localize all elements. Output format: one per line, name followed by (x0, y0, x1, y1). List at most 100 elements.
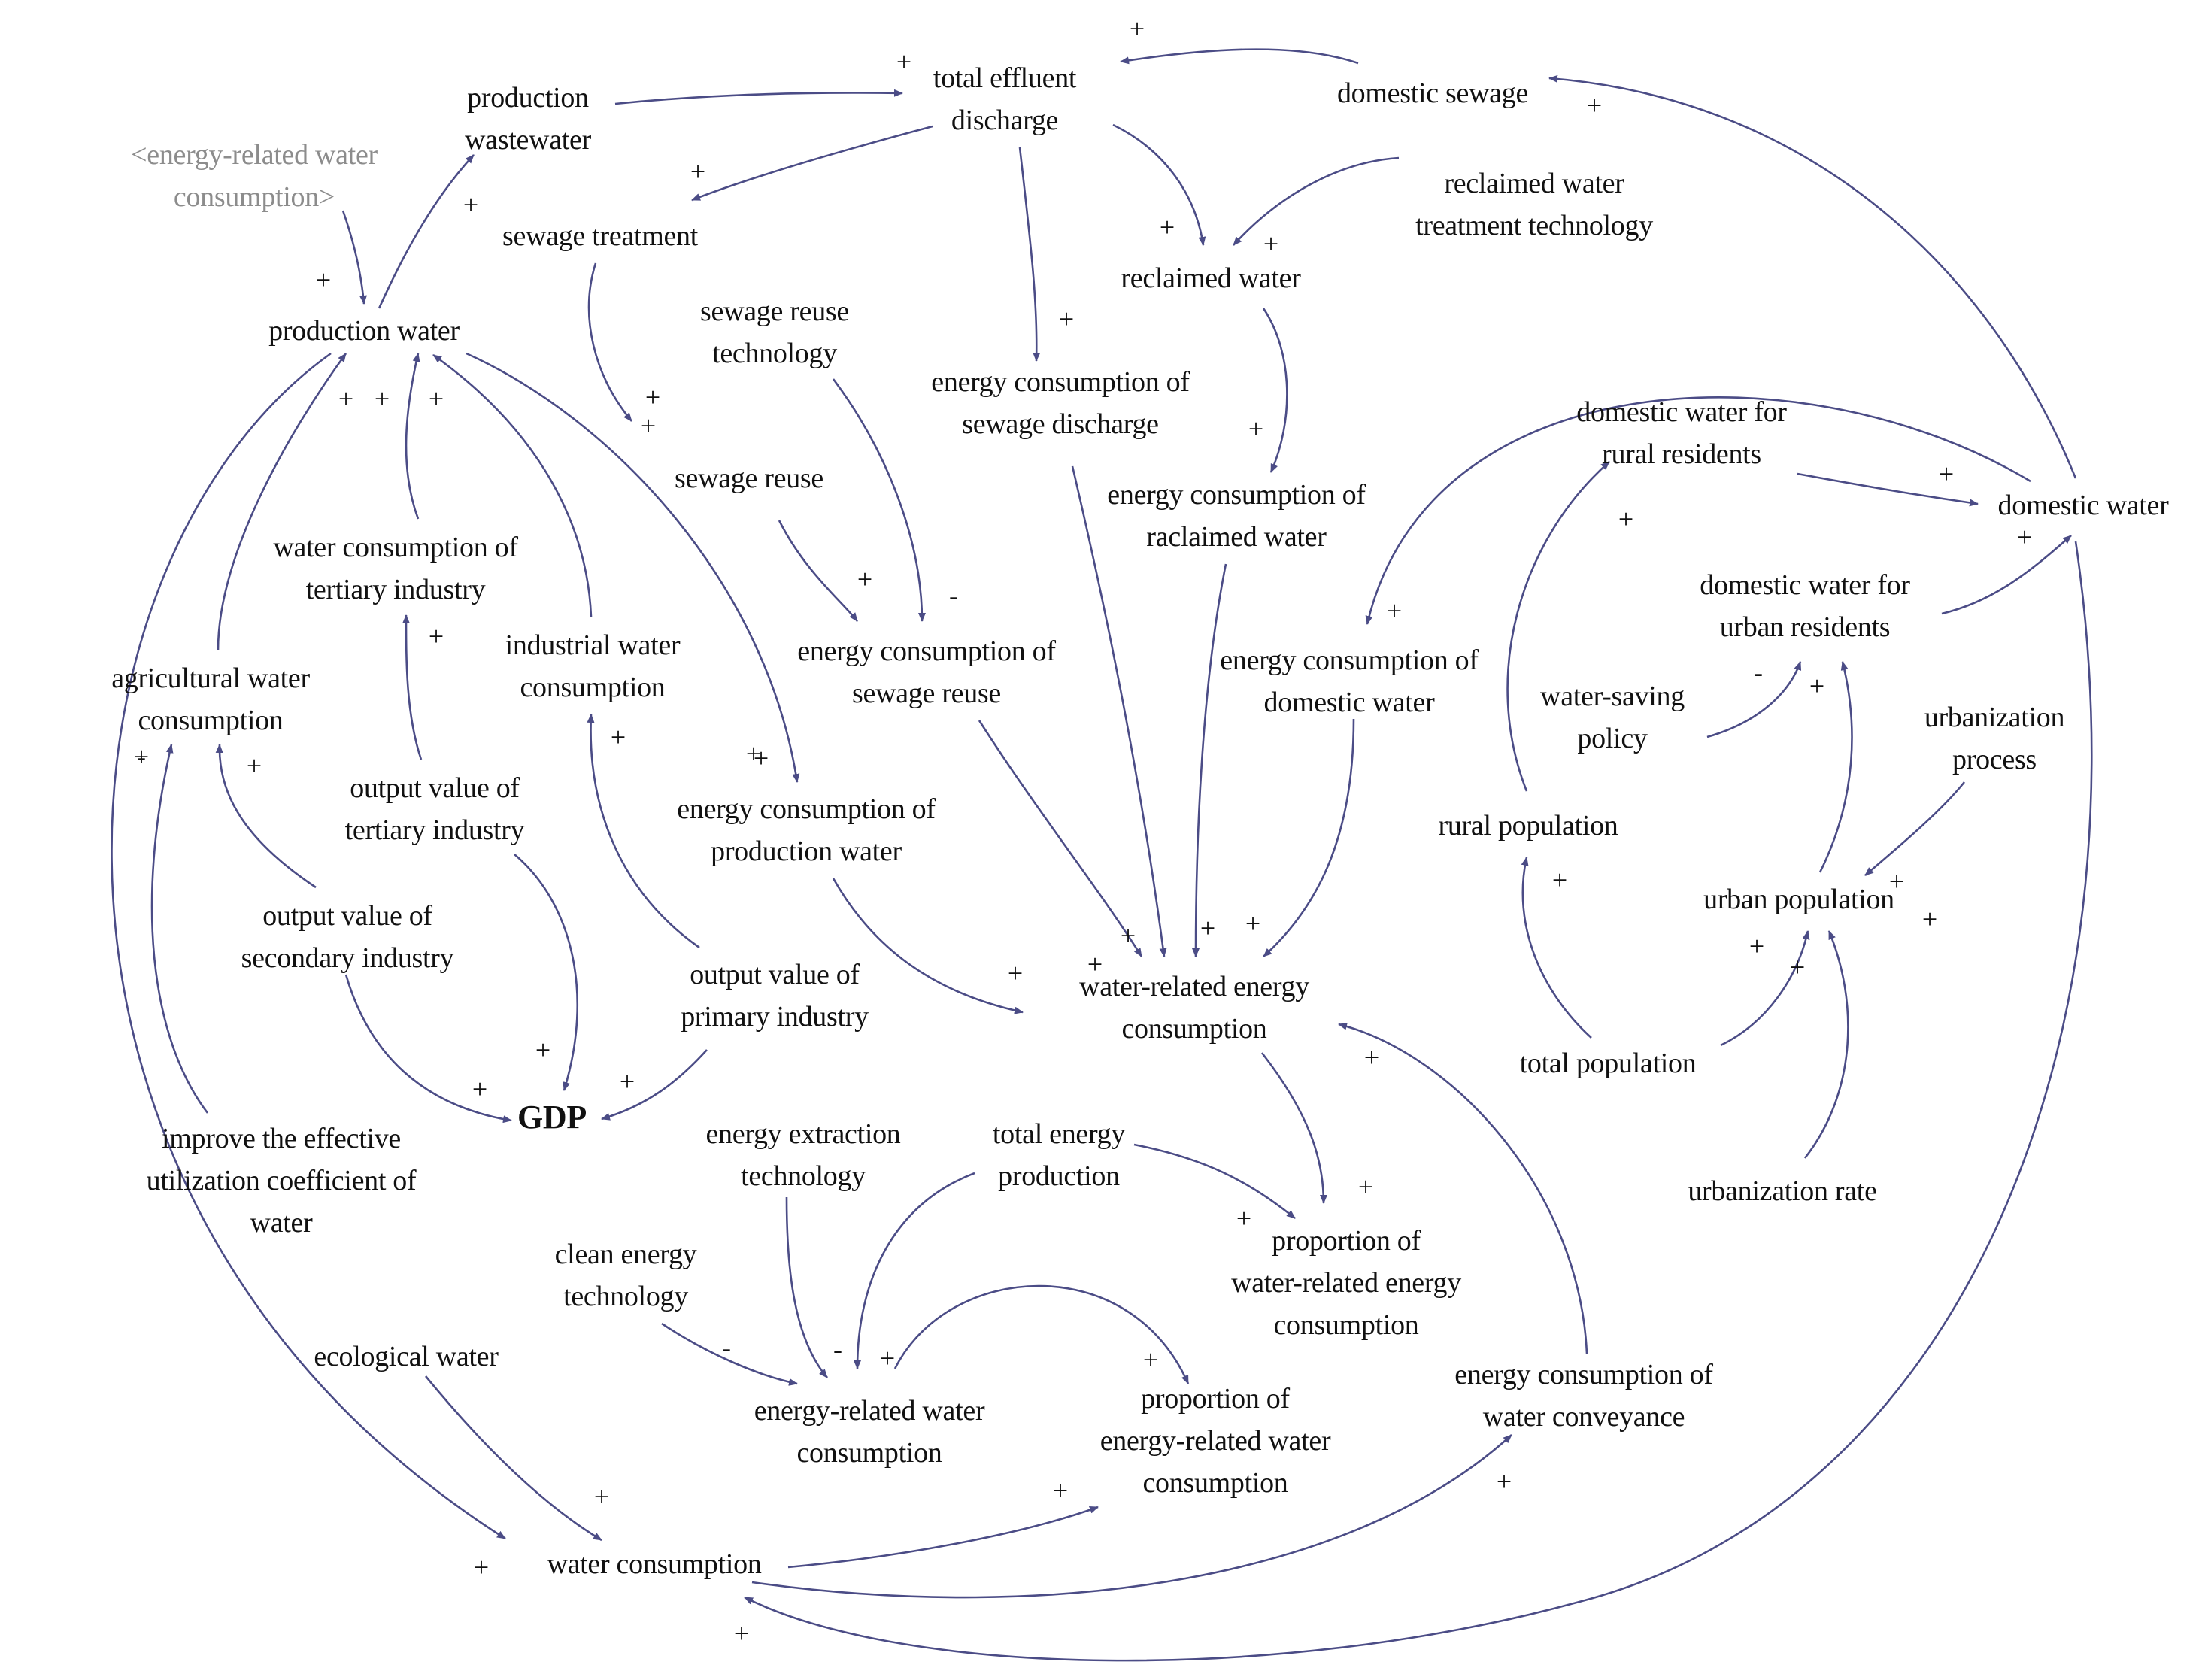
node-total-energy-production: total energy production (992, 1118, 1126, 1192)
polarity-sign: + (1052, 1475, 1069, 1506)
node-energy-consumption-of-domestic-water: energy consumption of domestic water (1220, 644, 1479, 718)
polarity-sign: + (1551, 865, 1568, 895)
node-energy-consumption-of-water-conveyance: energy consumption of water conveyance (1454, 1359, 1713, 1433)
link-production-water-to-energy (466, 352, 800, 783)
link-secondary-output-to-gdp (344, 974, 512, 1124)
polarity-sign: + (896, 47, 912, 77)
node-energy-consumption-of-raclaimed-water: energy consumption of raclaimed water (1107, 479, 1366, 553)
node-water-consumption-of-tertiary-industry: water consumption of tertiary industry (273, 532, 518, 605)
link-production-energy-to-water-energy (832, 878, 1024, 1014)
polarity-sign: - (137, 741, 146, 772)
node-production-wastewater: production wastewater (465, 82, 591, 156)
polarity-sign: - (833, 1334, 842, 1364)
link-energy-water-to-proportion (893, 1284, 1190, 1384)
polarity-sign: + (1120, 920, 1136, 951)
node-urbanization-process: urbanization process (1924, 702, 2065, 775)
link-primary-output-to-industrial (587, 714, 700, 949)
link-tertiary-output-to-gdp (514, 854, 579, 1091)
node-energy-related-water-consumption-shadow: <energy-related water consumption> (131, 139, 378, 213)
polarity-sign: + (1749, 931, 1765, 961)
link-technology-to-reclaimed-water (1233, 156, 1400, 246)
link-domestic-water-to-domestic-energy (1365, 396, 2031, 625)
polarity-sign: + (338, 384, 354, 414)
link-production-water-to-wastewater (378, 154, 475, 309)
link-reuse-technology-to-energy (832, 378, 926, 622)
node-improve-effective-utilization: improve the effective utilization coeffi… (146, 1123, 417, 1239)
polarity-sign: + (619, 1066, 635, 1096)
polarity-sign: + (1809, 671, 1825, 701)
polarity-sign: + (1245, 908, 1261, 939)
polarity-sign: + (535, 1035, 551, 1065)
node-proportion-of-water-related-energy-consumption: proportion of water-related energy consu… (1231, 1225, 1461, 1341)
link-rural-residents-to-domestic-water (1797, 472, 1979, 507)
link-production-wastewater-to-effluent (614, 89, 903, 105)
link-effluent-to-reclaimed-water (1112, 123, 1206, 246)
node-rural-population: rural population (1438, 810, 1618, 842)
node-output-value-of-tertiary-industry: output value of tertiary industry (344, 772, 525, 846)
node-reclaimed-water-treatment-technology: reclaimed water treatment technology (1415, 168, 1653, 241)
polarity-sign: + (1248, 414, 1264, 444)
node-domestic-water: domestic water (1997, 490, 2169, 521)
node-gdp: GDP (517, 1099, 587, 1136)
node-energy-related-water-consumption: energy-related water consumption (754, 1395, 985, 1469)
link-tertiary-output-to-tertiary-water (402, 614, 423, 760)
link-urban-population-to-urban-residents (1818, 661, 1853, 873)
link-sewage-treatment-to-reuse (587, 262, 632, 422)
link-shadow-to-production-water (341, 210, 367, 305)
link-domestic-energy-to-water-energy (1263, 718, 1355, 957)
node-energy-extraction-technology: energy extraction technology (705, 1118, 901, 1192)
link-secondary-output-to-agricultural (215, 744, 317, 889)
node-ecological-water: ecological water (314, 1341, 499, 1372)
link-raclaimed-energy-to-water-energy (1192, 563, 1227, 957)
node-domestic-water-for-urban-residents: domestic water for urban residents (1700, 569, 1910, 643)
polarity-sign: + (2016, 522, 2033, 552)
polarity-sign: + (1789, 952, 1806, 982)
polarity-sign: + (645, 382, 661, 412)
link-sewage-reuse-energy-to-water-energy (978, 720, 1143, 957)
polarity-sign: + (1938, 459, 1955, 489)
link-policy-to-urban-residents (1706, 661, 1802, 738)
link-production-water-to-water-consumption (111, 352, 506, 1540)
link-effluent-to-sewage-discharge-energy (1018, 147, 1041, 362)
node-water-consumption: water consumption (547, 1548, 762, 1580)
link-total-energy-to-proportion (1133, 1143, 1296, 1220)
polarity-sign: - (949, 581, 958, 611)
polarity-sign: + (745, 738, 762, 769)
node-urbanization-rate: urbanization rate (1688, 1175, 1877, 1207)
link-sewage-discharge-energy-to-water-energy (1071, 465, 1167, 957)
node-sewage-reuse-technology: sewage reuse technology (700, 296, 849, 369)
link-total-energy-to-energy-water (854, 1172, 975, 1369)
node-urban-population: urban population (1703, 884, 1894, 915)
link-total-population-to-urban (1720, 930, 1810, 1047)
link-tertiary-water-to-production (405, 353, 420, 520)
polarity-sign: + (1586, 90, 1603, 120)
node-output-value-of-primary-industry: output value of primary industry (681, 959, 869, 1033)
polarity-sign: + (610, 722, 626, 752)
link-water-energy-to-proportion (1260, 1052, 1327, 1204)
polarity-sign: + (472, 1074, 488, 1104)
polarity-sign: + (1789, 952, 1806, 982)
node-reclaimed-water: reclaimed water (1121, 262, 1301, 294)
node-industrial-water-consumption: industrial water consumption (505, 629, 681, 703)
node-total-effluent-discharge: total effluent discharge (933, 62, 1077, 136)
link-water-consumption-to-conveyance (751, 1434, 1512, 1599)
polarity-sign: + (1363, 1042, 1380, 1072)
link-domestic-sewage-to-effluent (1120, 48, 1359, 65)
link-extraction-to-energy-water (785, 1196, 828, 1378)
link-urbanization-process-to-urban-population (1864, 781, 1966, 876)
node-agricultural-water-consumption: agricultural water consumption (111, 663, 310, 736)
polarity-sign: + (428, 384, 444, 414)
polarity-sign: + (593, 1481, 610, 1512)
link-total-population-to-rural (1521, 857, 1592, 1039)
link-rural-population-to-rural-residents (1506, 461, 1610, 792)
polarity-sign: - (722, 1333, 731, 1363)
polarity-sign: + (1058, 304, 1075, 334)
polarity-sign: + (690, 156, 706, 186)
node-energy-consumption-of-sewage-reuse: energy consumption of sewage reuse (797, 635, 1056, 709)
polarity-sign: + (1363, 1042, 1380, 1072)
node-sewage-treatment: sewage treatment (502, 220, 699, 252)
polarity-sign: + (246, 751, 262, 781)
link-water-consumption-to-proportion (787, 1506, 1099, 1569)
